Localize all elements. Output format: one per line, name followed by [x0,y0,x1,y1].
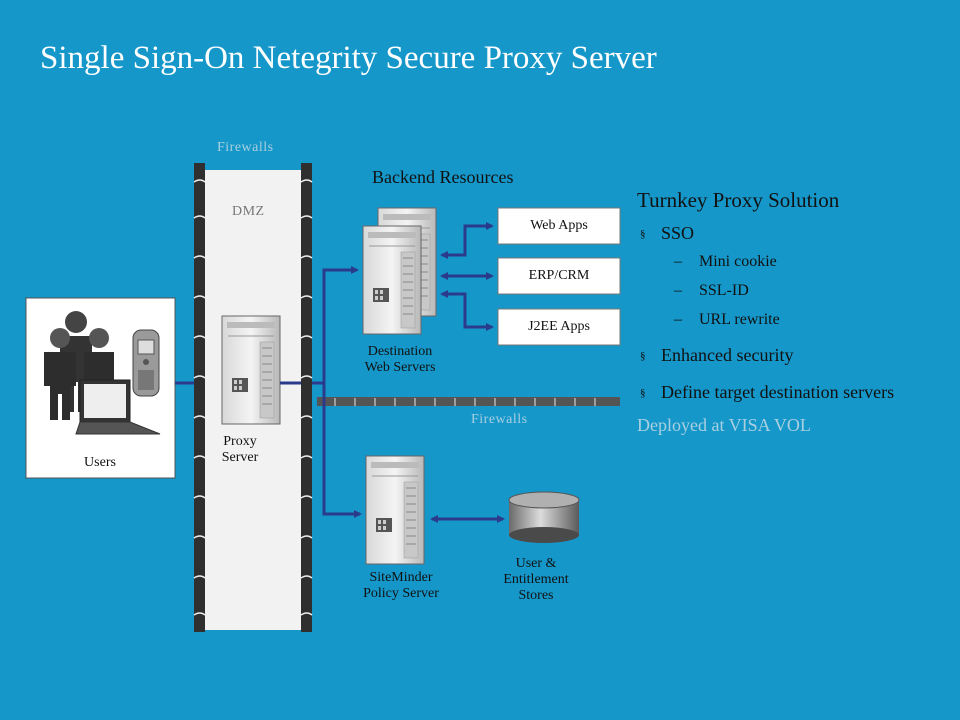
firewall-horizontal [317,397,620,406]
bullets-heading: Turnkey Proxy Solution [637,188,840,212]
users-label: Users [84,455,116,470]
user-stores-label: User & Entitlement Stores [488,556,584,604]
firewalls-top-label: Firewalls [217,140,274,155]
sub-bullet-dash: – [674,253,682,270]
siteminder-label-line2: Policy Server [363,586,439,601]
firewall-right [301,163,312,632]
firewalls-mid-label: Firewalls [471,412,528,427]
sub-bullet-url-rewrite: – URL rewrite [637,310,937,329]
sub-bullet-ssl-id: – SSL-ID [637,281,937,300]
proxy-server-icon [221,315,281,425]
user-stores-label-line1: User & [515,556,557,571]
slide-title: Single Sign-On Netegrity Secure Proxy Se… [40,40,657,76]
destination-label-line2: Web Servers [364,360,436,375]
sub-bullet-mini-cookie: – Mini cookie [637,252,937,271]
connector-webapps [440,222,494,259]
connector-to-siteminder [322,383,362,518]
destination-server-front [362,225,422,335]
proxy-server-label-line2: Server [221,450,259,465]
resource-label-webapps: Web Apps [530,218,588,233]
resource-box-j2ee [497,308,621,346]
bullet-marker: § [640,350,646,362]
user-stores-label-line3: Stores [518,588,554,603]
proxy-server-label: Proxy Server [210,434,270,466]
destination-label-line1: Destination [367,344,433,359]
bullet-marker: § [640,387,646,399]
resource-box-webapps [497,207,621,245]
sub-bullet-text: Mini cookie [699,253,777,270]
phone-icon [132,329,160,397]
firewall-left [194,163,205,632]
bullet-marker: § [640,228,646,240]
bullet-list: Turnkey Proxy Solution § SSO – Mini cook… [637,188,937,436]
resource-label-j2ee: J2EE Apps [528,319,590,334]
sub-bullet-text: SSL-ID [699,282,749,299]
connector-j2ee [440,290,494,331]
deployed-note: Deployed at VISA VOL [637,415,811,435]
bullet-sso: § SSO [637,223,937,244]
resource-label-erp: ERP/CRM [528,268,590,283]
sub-bullet-text: URL rewrite [699,311,780,328]
siteminder-server-icon [365,455,425,565]
bullet-enhanced-security-text: Enhanced security [661,345,794,365]
sub-bullet-dash: – [674,282,682,299]
connector-to-destination [312,266,359,385]
bullet-define-target-text: Define target destination servers [661,382,895,402]
proxy-server-label-line1: Proxy [223,434,257,449]
siteminder-label-line1: SiteMinder [369,570,433,585]
sub-bullet-dash: – [674,311,682,328]
laptop-icon [75,379,161,435]
bullet-define-target: § Define target destination servers [637,382,931,403]
database-icon [508,491,580,543]
resource-box-erp [497,257,621,295]
bullet-sso-text: SSO [661,223,695,243]
siteminder-label: SiteMinder Policy Server [343,570,459,602]
destination-web-servers-label: Destination Web Servers [344,344,456,376]
user-stores-label-line2: Entitlement [503,572,569,587]
backend-resources-heading: Backend Resources [372,167,514,187]
dmz-label: DMZ [232,204,265,219]
bullet-enhanced-security: § Enhanced security [637,345,937,366]
